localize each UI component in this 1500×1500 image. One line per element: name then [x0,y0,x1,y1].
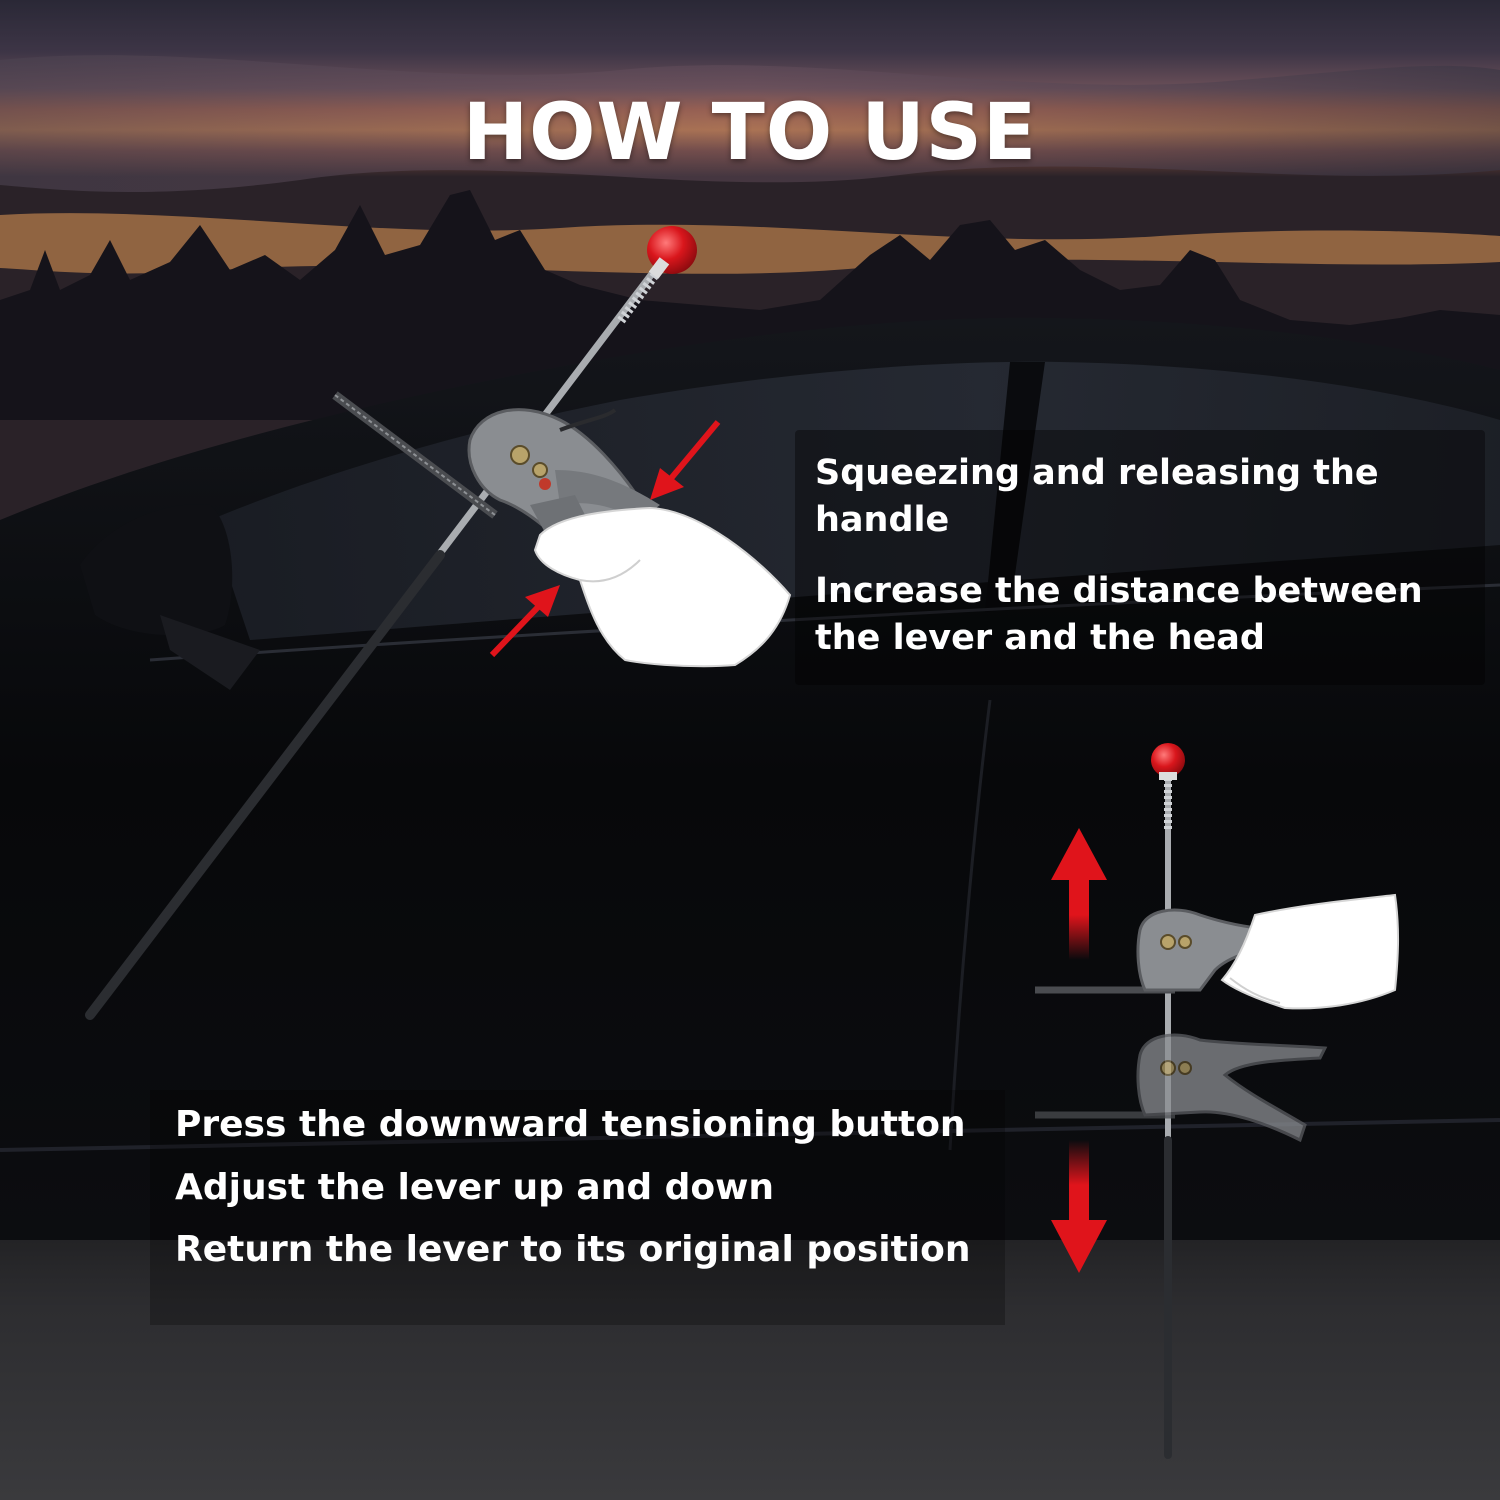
page-title: HOW TO USE [462,88,1038,178]
side-mirror [80,504,260,690]
red-arrow-icon [1051,828,1107,960]
step-bottom-line-3: Return the lever to its original positio… [175,1229,971,1270]
step-top-line-1: Squeezing and releasing the handle [815,453,1379,540]
tool-vertical [1035,743,1328,1459]
step-bottom-line-1: Press the downward tensioning button [175,1104,966,1145]
step-bottom-line-2: Adjust the lever up and down [175,1167,775,1208]
step-bottom-panel [150,1090,1005,1325]
step-top-line-2: Increase the distance between the lever … [815,571,1423,658]
hand-icon [1220,893,1400,1010]
red-arrow-icon [1051,1140,1107,1273]
red-arrow-icon [489,420,721,658]
step-top-panel [795,430,1485,685]
ball-knob-icon [1151,743,1185,777]
hand-icon [533,506,792,668]
